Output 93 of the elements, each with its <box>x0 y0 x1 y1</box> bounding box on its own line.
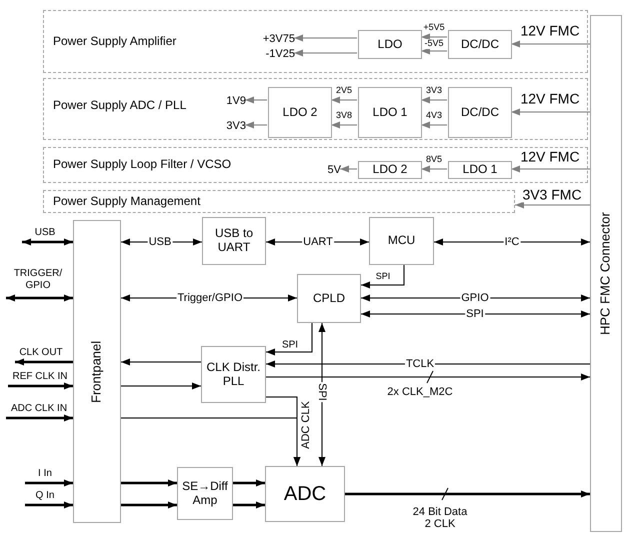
arrow <box>330 96 358 104</box>
arrow <box>294 34 358 42</box>
ldo-block: LDO <box>358 30 422 59</box>
arrow <box>420 166 448 172</box>
cpld-block: CPLD <box>297 274 361 323</box>
port-label: ADC CLK IN <box>6 403 72 418</box>
frontpanel-block: Frontpanel <box>73 220 121 523</box>
arrow <box>345 490 590 498</box>
power-supply-band: Power Supply Management <box>43 190 515 213</box>
arrow <box>25 480 73 486</box>
ldo-block: LDO 1 <box>358 87 422 138</box>
arrow <box>318 322 326 466</box>
arrow <box>6 414 73 422</box>
group-title: Power Supply Amplifier <box>53 35 176 49</box>
edge-label: GPIO <box>460 292 490 304</box>
converter-block: DC/DC <box>448 87 512 138</box>
edge-label: TCLK <box>404 358 436 370</box>
edge-label: 2V5 <box>335 86 353 96</box>
arrow <box>22 238 73 246</box>
edge-label: SPI <box>316 382 328 402</box>
edge-label: 2x CLK_M2C <box>386 386 454 398</box>
edge-label: +5V5 <box>422 23 446 33</box>
arrow <box>360 310 590 318</box>
adc-block: ADC <box>265 466 345 522</box>
amplifier-block: SE→Diff Amp <box>177 467 233 520</box>
port-label: Q In <box>25 490 65 505</box>
port-label: CLK OUT <box>15 347 67 362</box>
edge-label: USB <box>148 236 172 248</box>
arrow <box>15 358 73 366</box>
ldo-block: LDO 2 <box>268 87 332 138</box>
group-title: Power Supply Loop Filter / VCSO <box>53 158 232 172</box>
edge-label: 3V3 <box>425 86 443 96</box>
arrow <box>330 122 358 128</box>
edge-label: SPI <box>374 272 392 282</box>
arrow <box>266 360 590 368</box>
port-label: USB <box>22 227 68 242</box>
edge-label: ADC CLK <box>298 401 313 449</box>
edge-label: 24 Bit Data 2 CLK <box>412 506 468 530</box>
connector-block: HPC FMC Connector <box>590 15 622 532</box>
arrow <box>120 358 202 366</box>
arrow <box>510 108 590 116</box>
voltage-output: -1V25 <box>251 47 295 61</box>
edge-label: Trigger/GPIO <box>176 292 244 304</box>
arrow <box>420 48 448 54</box>
arrow <box>420 34 448 40</box>
arrow <box>233 480 265 486</box>
edge-label: 3V8 <box>335 111 353 121</box>
arrow <box>121 480 177 486</box>
converter-block: DC/DC <box>448 30 512 59</box>
ldo-block: LDO 2 <box>358 161 422 179</box>
arrow <box>25 502 73 508</box>
arrow <box>266 322 312 356</box>
edge-label: 4V3 <box>425 111 443 121</box>
converter-block: USB to UART <box>202 217 266 265</box>
mcu-block: MCU <box>369 217 434 265</box>
edge-label: 12V FMC <box>519 149 581 165</box>
port-label: TRIGGER/ GPIO <box>6 268 70 298</box>
arrow <box>420 122 448 128</box>
arrow <box>266 374 590 380</box>
arrow <box>510 40 590 48</box>
arrow <box>233 502 265 508</box>
arrow <box>420 96 448 104</box>
voltage-output: 5V <box>317 163 341 177</box>
edge-label: SPI <box>280 340 300 350</box>
arrow <box>244 96 268 104</box>
voltage-output: 3V3 <box>214 119 246 133</box>
edge-label: I²C <box>504 236 520 248</box>
edge-label: 8V5 <box>425 155 443 165</box>
arrow <box>514 202 590 208</box>
arrow <box>434 238 590 246</box>
edge-label: -5V5 <box>424 39 444 49</box>
port-label: REF CLK IN <box>8 371 72 386</box>
arrow <box>121 502 177 508</box>
ldo-block: LDO 1 <box>448 161 512 179</box>
arrow <box>120 382 202 390</box>
pll-block: CLK Distr. PLL <box>201 346 266 403</box>
edge-label: 3V3 FMC <box>521 187 583 203</box>
arrow <box>8 382 73 390</box>
group-title: Power Supply ADC / PLL <box>53 99 186 113</box>
edge-label: 12V FMC <box>519 23 581 39</box>
arrow <box>360 264 404 288</box>
arrow <box>340 166 358 172</box>
arrow <box>510 166 590 172</box>
voltage-output: +3V75 <box>251 32 295 46</box>
arrow <box>120 418 300 466</box>
voltage-output: 1V9 <box>214 94 246 108</box>
edge-label: UART <box>302 236 334 248</box>
edge-label: SPI <box>465 308 485 320</box>
edge-label: 12V FMC <box>519 91 581 107</box>
arrow <box>6 294 73 302</box>
arrow <box>294 50 358 56</box>
arrow <box>244 122 268 128</box>
port-label: I In <box>25 468 65 483</box>
